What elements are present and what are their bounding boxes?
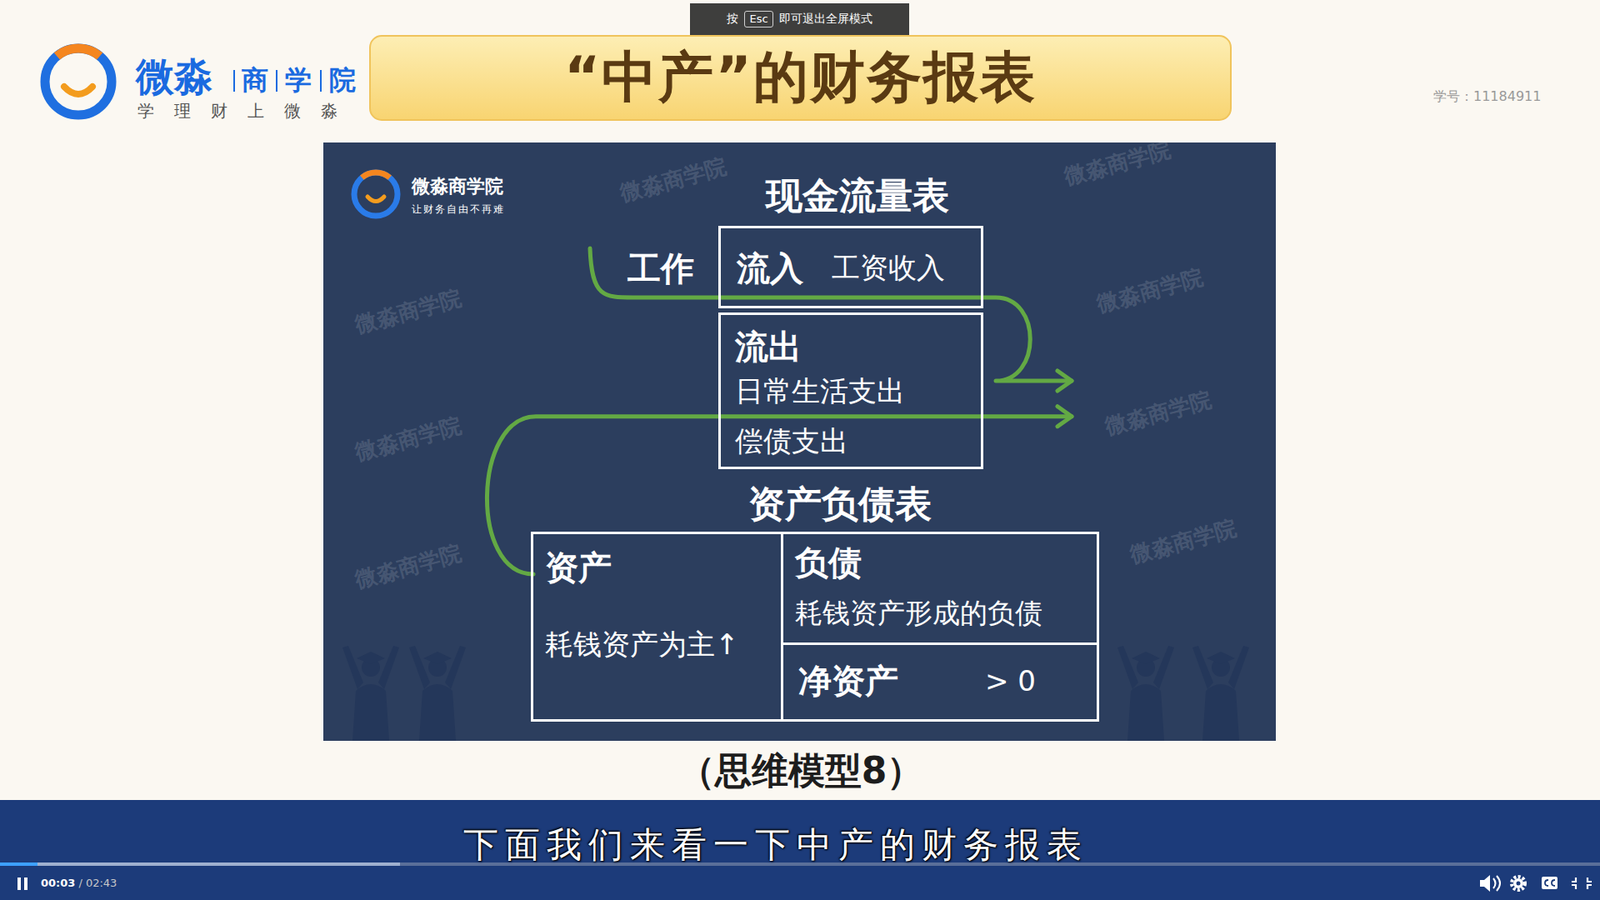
volume-icon bbox=[1493, 875, 1500, 891]
caption-icon bbox=[1545, 880, 1555, 886]
pause-icon bbox=[17, 877, 21, 890]
key-cap: Esc bbox=[744, 10, 773, 28]
progress-buffer bbox=[0, 862, 400, 866]
slide-panel bbox=[323, 142, 1276, 741]
logo-wordmark: 微淼 bbox=[135, 55, 213, 99]
player-bar bbox=[0, 800, 1600, 900]
settings-icon bbox=[1513, 878, 1524, 889]
balance-sheet: 资产负债表资产耗钱资产为主↑负债耗钱资产形成的负债净资产> 0 bbox=[530, 531, 1100, 722]
settings-icon bbox=[1511, 876, 1525, 890]
cell-text: 工资收入 bbox=[831, 252, 945, 284]
cell-text: 耗钱资产为主↑ bbox=[545, 629, 740, 660]
time-current: 00:03 bbox=[40, 877, 75, 890]
time-total: / 02:43 bbox=[78, 877, 117, 890]
slide-logo-name: 微淼商学院 bbox=[411, 176, 504, 197]
slide-title: “中产”的财务报表 bbox=[370, 35, 1231, 120]
cell-heading: 负债 bbox=[795, 544, 862, 581]
exit-fullscreen-icon bbox=[1571, 877, 1592, 890]
graduate-silhouettes bbox=[342, 645, 1250, 741]
settings-icon bbox=[1516, 881, 1521, 886]
caption: （思维模型8） bbox=[678, 750, 925, 791]
cash-flow-table: 现金流量表流入工资收入流出日常生活支出偿债支出 bbox=[718, 225, 984, 470]
logo-word: 商 bbox=[241, 65, 269, 95]
subtitle: 下面我们来看一下中产的财务报表 bbox=[463, 825, 1089, 865]
logo-word: 学 bbox=[285, 65, 312, 95]
net-assets-cell: 净资产 > 0 bbox=[783, 645, 1097, 720]
student-id: 学号：11184911 bbox=[1433, 89, 1541, 105]
logo-slogan: 学理财上微淼 bbox=[137, 101, 358, 120]
outflow-row: 流出日常生活支出偿债支出 bbox=[718, 312, 984, 470]
logo-separator bbox=[233, 70, 235, 92]
logo-word: 院 bbox=[329, 65, 356, 95]
cell-heading: 资产 bbox=[545, 549, 612, 586]
caption-icon bbox=[1541, 876, 1558, 890]
cell-text: 耗钱资产形成的负债 bbox=[795, 598, 1043, 629]
logo-separator bbox=[320, 70, 322, 92]
logo-smile bbox=[64, 86, 93, 95]
fullscreen-hint: 按 Esc 即可退出全屏模式 bbox=[690, 3, 910, 35]
progress-played bbox=[0, 862, 38, 866]
slide-logo-arc bbox=[361, 172, 390, 178]
cell-text: 偿债支出 bbox=[735, 425, 849, 457]
table-heading: 资产负债表 bbox=[748, 484, 932, 525]
pause-icon bbox=[24, 877, 28, 890]
time-display: 00:03/ 02:43 bbox=[40, 875, 117, 891]
slide-logo-slogan: 让财务自由不再难 bbox=[411, 204, 505, 215]
cell-heading: 流入 bbox=[736, 250, 804, 287]
inflow-row: 流入工资收入 bbox=[718, 225, 984, 309]
flow-source-label: 工作 bbox=[627, 250, 695, 287]
logo-arc bbox=[56, 48, 100, 56]
hint-text: 按 bbox=[726, 12, 739, 25]
arrow-head bbox=[1057, 370, 1072, 391]
slide-logo-smile bbox=[367, 196, 385, 202]
slide-logo-ring bbox=[354, 172, 398, 216]
arrow-head bbox=[1057, 406, 1072, 427]
logo-ring bbox=[45, 48, 112, 115]
logo-separator bbox=[275, 70, 278, 92]
assets-cell: 资产耗钱资产为主↑ bbox=[533, 534, 784, 720]
cell-heading: 流出 bbox=[735, 328, 802, 365]
volume-icon bbox=[1480, 875, 1490, 892]
title-banner bbox=[370, 35, 1231, 120]
cell-text: 日常生活支出 bbox=[735, 375, 905, 407]
table-heading: 现金流量表 bbox=[765, 175, 950, 216]
liabilities-cell: 负债耗钱资产形成的负债 bbox=[783, 534, 1097, 645]
cell-heading: 净资产 bbox=[798, 662, 899, 700]
hint-text: 即可退出全屏模式 bbox=[779, 12, 873, 25]
cell-text: > 0 bbox=[985, 665, 1036, 697]
